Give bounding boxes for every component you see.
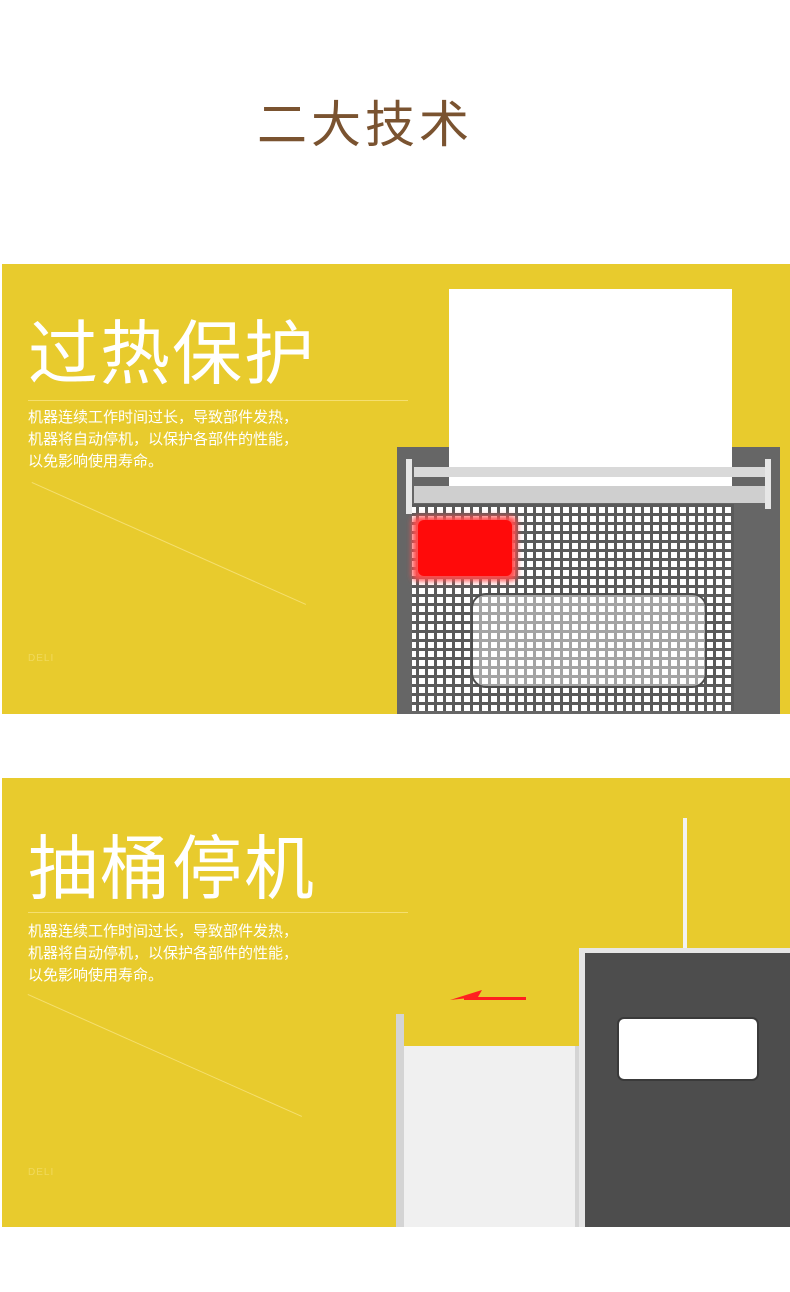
right-bracket [765, 459, 771, 509]
overheat-indicator [418, 520, 512, 576]
machine-body [585, 953, 790, 1227]
section-description: 机器连续工作时间过长，导致部件发热， 机器将自动停机，以保护各部件的性能， 以免… [28, 406, 358, 472]
bin-window [471, 593, 707, 688]
left-bracket [406, 459, 412, 514]
paper-sheet [449, 289, 732, 487]
pulled-bin [404, 1046, 579, 1227]
bin-pull-illustration [396, 818, 790, 1227]
bin-side [575, 1046, 579, 1227]
direction-arrow-shaft [464, 997, 526, 1000]
heading-divider [28, 400, 408, 401]
brand-mark: DELI [28, 1167, 55, 1178]
direction-arrow-head [450, 990, 482, 1000]
feed-roller [414, 486, 769, 503]
bin-edge [396, 1014, 404, 1227]
brand-mark: DELI [28, 653, 55, 664]
description-line: 以免影响使用寿命。 [28, 452, 164, 470]
section-heading: 抽桶停机 [28, 828, 316, 910]
bin-stop-panel: 抽桶停机 机器连续工作时间过长，导致部件发热， 机器将自动停机，以保护各部件的性… [2, 778, 790, 1227]
description-line: 机器连续工作时间过长，导致部件发热， [28, 922, 299, 940]
heading-divider [28, 912, 408, 913]
section-heading: 过热保护 [28, 313, 316, 395]
description-line: 以免影响使用寿命。 [28, 966, 164, 984]
power-cord [683, 818, 687, 948]
section-description: 机器连续工作时间过长，导致部件发热， 机器将自动停机，以保护各部件的性能， 以免… [28, 920, 358, 986]
shredder-overheat-illustration [397, 289, 780, 714]
page-title: 二大技术 [257, 96, 473, 154]
description-line: 机器将自动停机，以保护各部件的性能， [28, 944, 299, 962]
overheat-protection-panel: 过热保护 机器连续工作时间过长，导致部件发热， 机器将自动停机，以保护各部件的性… [2, 264, 790, 714]
description-line: 机器连续工作时间过长，导致部件发热， [28, 408, 299, 426]
description-line: 机器将自动停机，以保护各部件的性能， [28, 430, 299, 448]
machine-window [617, 1017, 759, 1081]
feed-bar [414, 467, 769, 477]
